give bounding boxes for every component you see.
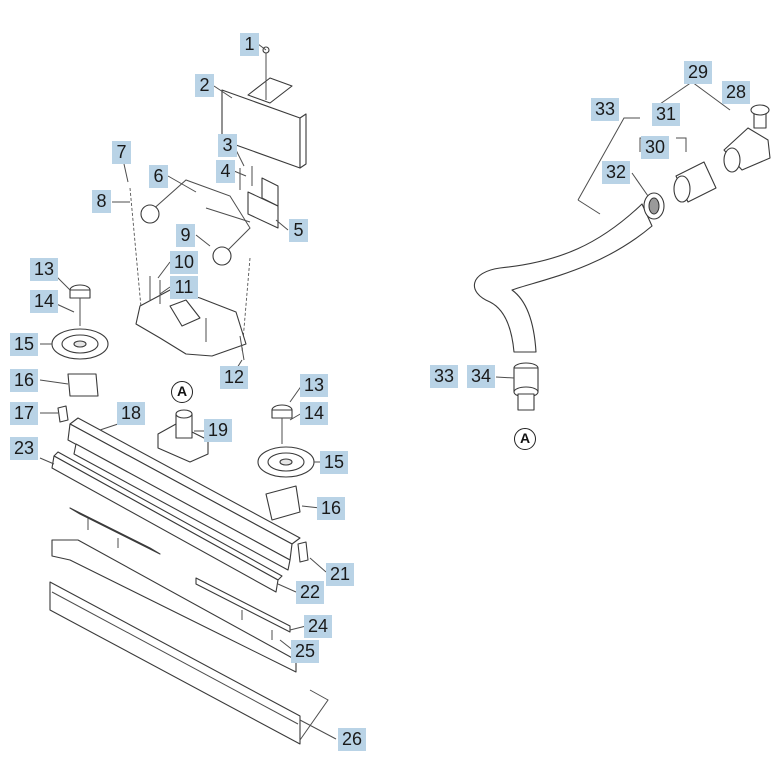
callout-24: 24 xyxy=(304,615,332,638)
hose-clamp xyxy=(643,192,665,220)
callout-18: 18 xyxy=(117,402,145,425)
callout-30: 30 xyxy=(641,136,669,159)
callout-9: 9 xyxy=(176,224,195,247)
callout-2: 2 xyxy=(195,74,214,97)
callout-16-left: 16 xyxy=(10,369,38,392)
callout-4: 4 xyxy=(216,160,235,183)
callout-33-bottom: 33 xyxy=(430,365,458,388)
callout-5: 5 xyxy=(289,219,308,242)
callout-21: 21 xyxy=(326,563,354,586)
callout-1: 1 xyxy=(240,33,259,56)
callout-29: 29 xyxy=(684,61,712,84)
callout-13-right: 13 xyxy=(300,374,328,397)
hose-sleeve xyxy=(513,362,539,411)
callout-15-left: 15 xyxy=(10,333,38,356)
callout-8: 8 xyxy=(92,190,111,213)
callout-33-top: 33 xyxy=(591,98,619,121)
callout-19: 19 xyxy=(204,419,232,442)
bracket-plate xyxy=(221,77,307,169)
callout-6: 6 xyxy=(149,165,168,188)
reference-marker-a-left: A xyxy=(171,381,193,403)
callout-14-right: 14 xyxy=(300,402,328,425)
callout-17: 17 xyxy=(10,402,38,425)
callout-16-right: 16 xyxy=(317,497,345,520)
callout-26: 26 xyxy=(338,728,366,751)
callout-31: 31 xyxy=(652,103,680,126)
callout-28: 28 xyxy=(722,81,750,104)
bale-frame xyxy=(140,179,251,266)
callout-23: 23 xyxy=(10,437,38,460)
mounting-plate xyxy=(135,289,247,357)
callout-11: 11 xyxy=(170,276,198,299)
callout-15-right: 15 xyxy=(320,451,348,474)
squeegee-blade xyxy=(49,581,301,745)
callout-12: 12 xyxy=(220,366,248,389)
callout-13-left: 13 xyxy=(30,258,58,281)
callout-32: 32 xyxy=(602,161,630,184)
callout-22: 22 xyxy=(296,581,324,604)
callout-7: 7 xyxy=(112,141,131,164)
hose-holder xyxy=(157,409,209,463)
hose-cuff xyxy=(673,161,717,203)
elbow-connector xyxy=(723,104,771,173)
reference-marker-a-right: A xyxy=(514,428,536,450)
suction-hose xyxy=(473,203,653,353)
callout-14-left: 14 xyxy=(30,290,58,313)
callout-34: 34 xyxy=(467,365,495,388)
bracket-clip-5 xyxy=(247,177,279,229)
callout-10: 10 xyxy=(170,251,198,274)
callout-25: 25 xyxy=(291,640,319,663)
callout-3: 3 xyxy=(218,134,237,157)
main-bar xyxy=(67,417,301,571)
